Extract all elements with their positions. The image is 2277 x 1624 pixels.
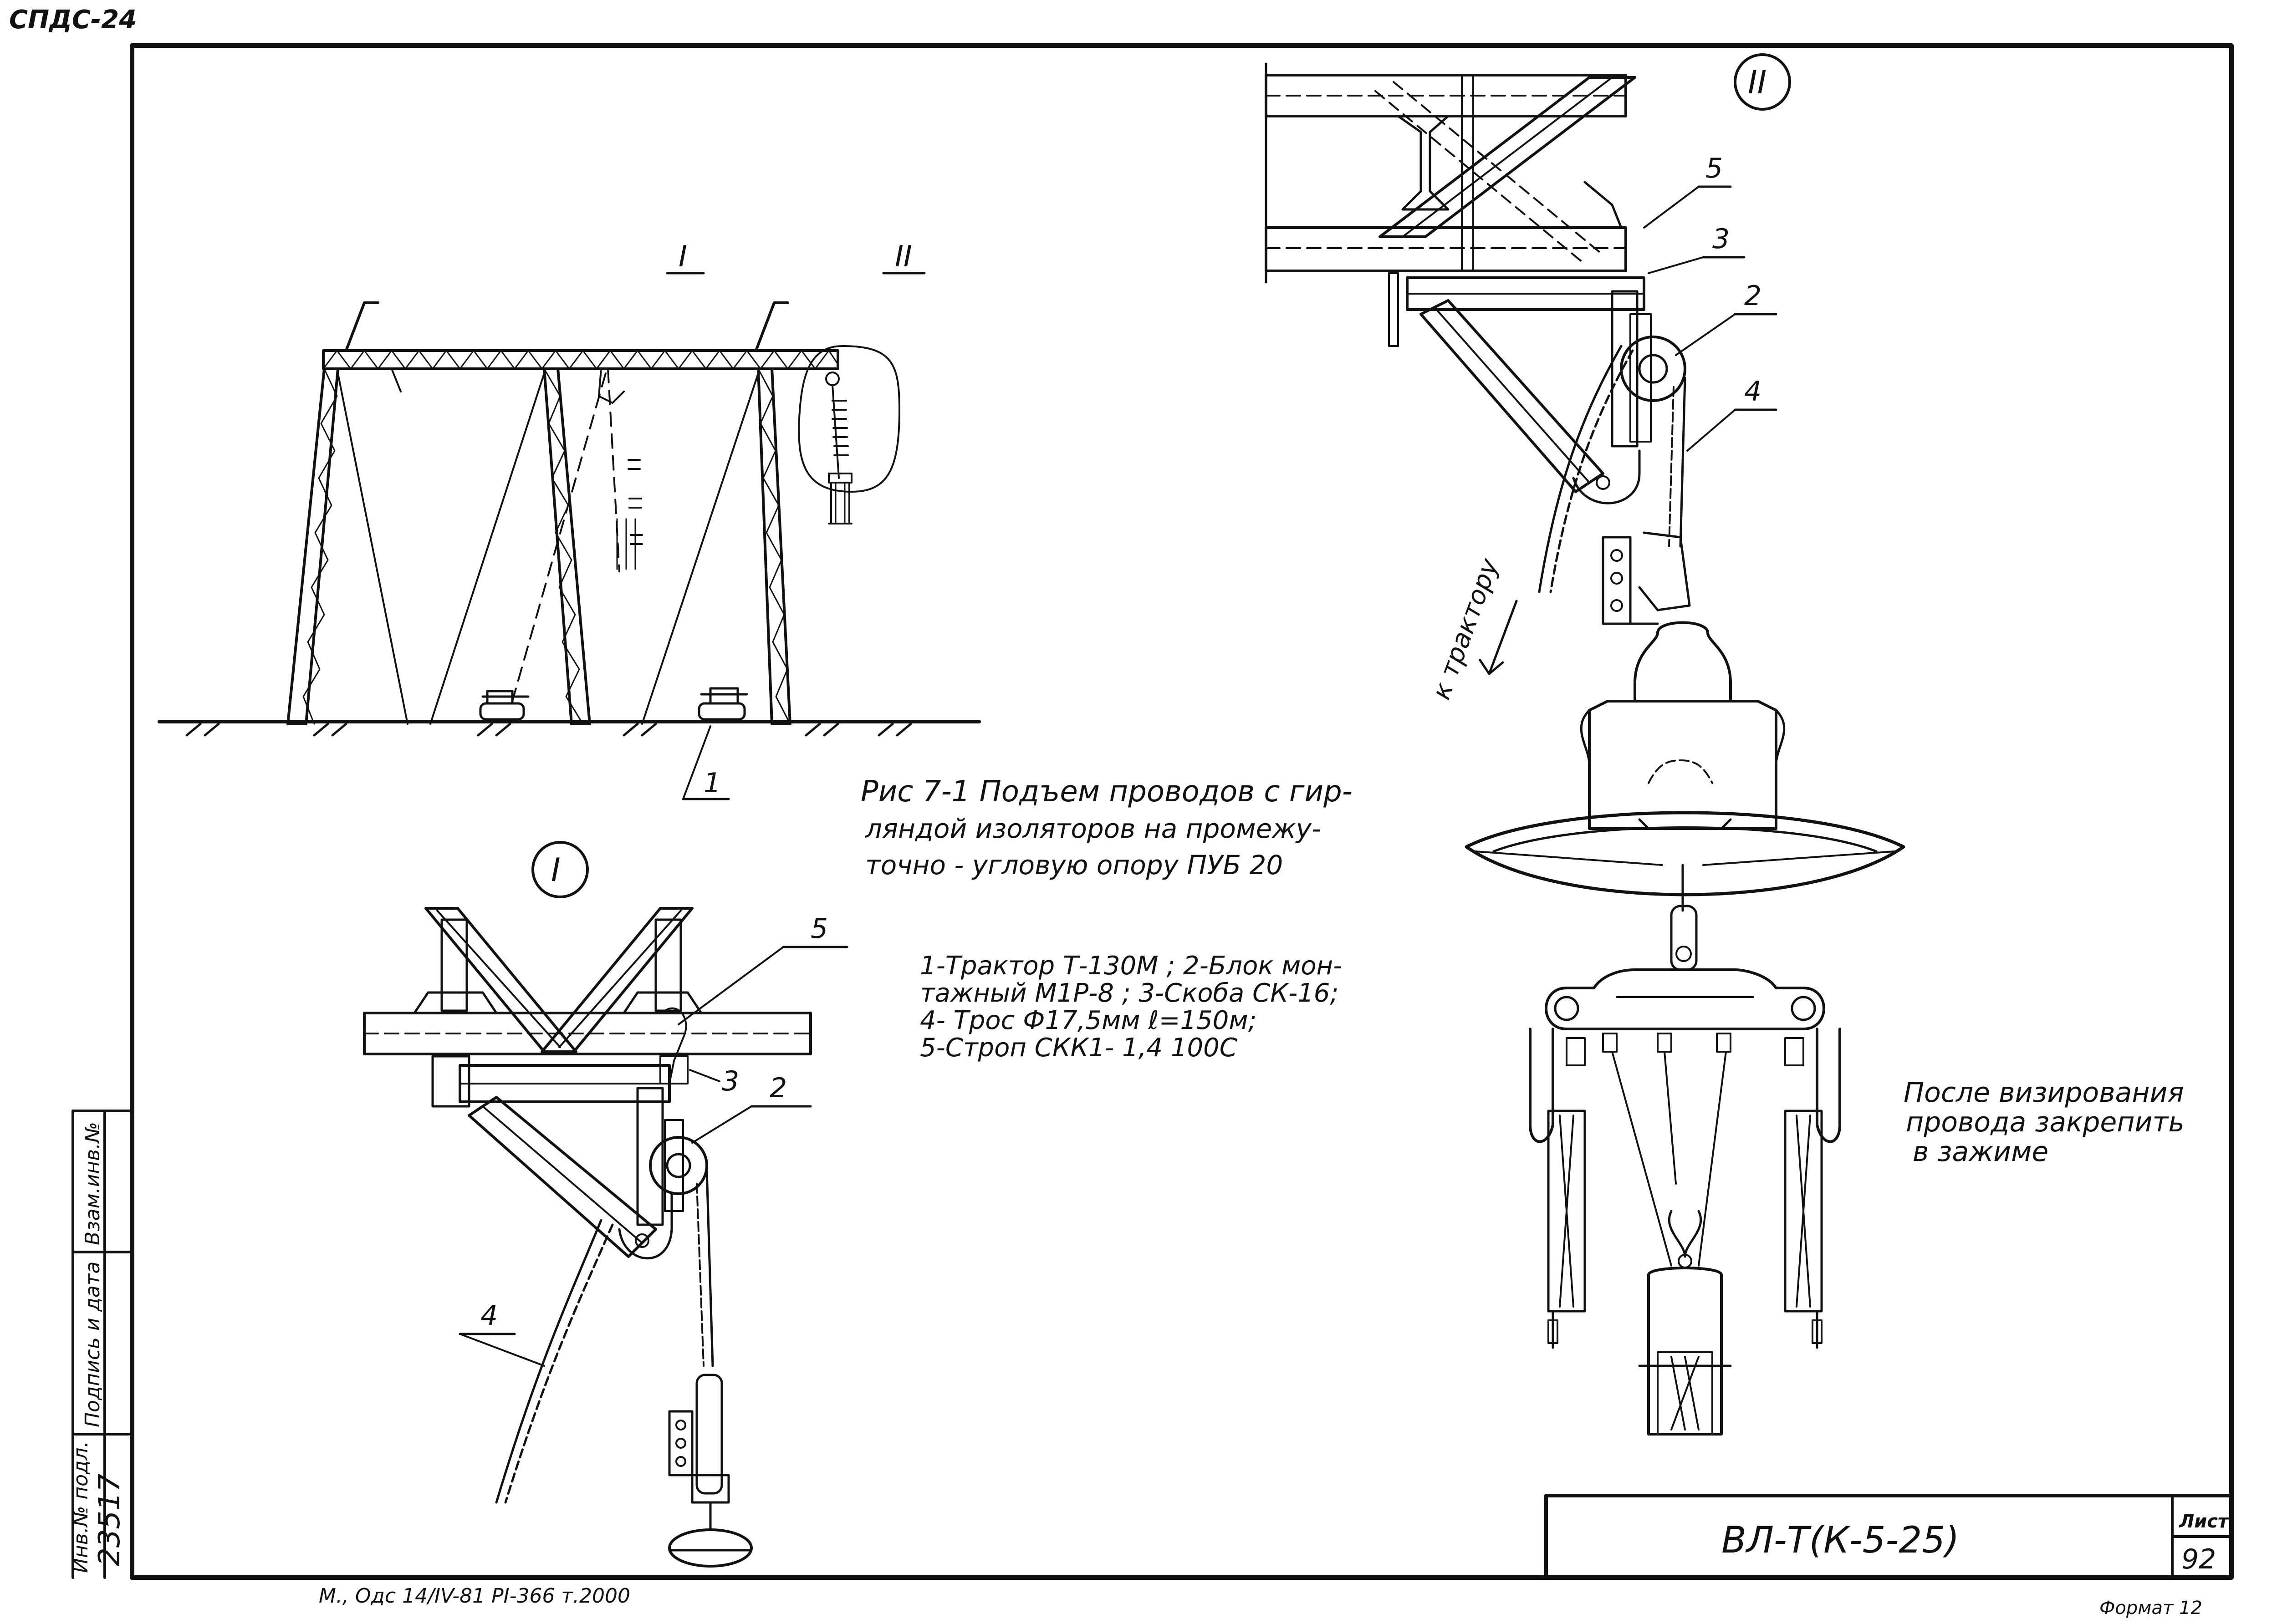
detail-ii-block bbox=[1620, 336, 1686, 402]
detail-ii-outline bbox=[798, 345, 900, 493]
note-line-3: в зажиме bbox=[1913, 1136, 2048, 1168]
callout-5-detail-ii: 5 bbox=[1705, 153, 1723, 184]
sheet-frame bbox=[103, 43, 2234, 1580]
detail-i-block bbox=[649, 1136, 708, 1195]
insulator-string-overview bbox=[825, 372, 853, 524]
insulator-cap bbox=[1634, 621, 1732, 703]
title-block-sheet-number: 92 bbox=[2181, 1543, 2216, 1575]
legend-line-2: тажный М1Р-8 ; 3-Скоба СК-16; bbox=[920, 978, 1338, 1008]
tower-leg-3 bbox=[757, 367, 791, 725]
note: После визирования провода закрепить в за… bbox=[1904, 1077, 2185, 1168]
tower-leg-1 bbox=[286, 367, 339, 725]
detail-ii-marker bbox=[1734, 53, 1791, 111]
detail-ii: II к тракт bbox=[1265, 53, 1905, 1436]
callout-2-detail-ii: 2 bbox=[1744, 280, 1761, 312]
side-stamp: Взам.инв.№ Подпись и дата Инв.№ подл. 23… bbox=[69, 1110, 133, 1579]
legend-line-1: 1-Трактор Т-130М ; 2-Блок мон- bbox=[920, 951, 1342, 981]
tractor-2 bbox=[698, 687, 748, 721]
insulator-body bbox=[1588, 700, 1777, 830]
stamp-vzam-inv: Взам.инв.№ bbox=[81, 1122, 104, 1245]
note-line-1: После визирования bbox=[1904, 1077, 2184, 1109]
top-code: СПДС-24 bbox=[9, 5, 137, 35]
caption-line-3: точно - угловую опору ПУБ 20 bbox=[865, 850, 1283, 881]
side-clamp-left bbox=[1529, 1028, 1586, 1349]
stamp-inv-podl: Инв.№ подл. bbox=[69, 1441, 92, 1573]
legend-line-3: 4- Трос Ф17,5мм ℓ=150м; bbox=[920, 1006, 1256, 1035]
center-clamp bbox=[1638, 1210, 1732, 1436]
yoke bbox=[1545, 968, 1825, 1030]
callout-4-detail-i: 4 bbox=[480, 1300, 498, 1332]
legend: 1-Трактор Т-130М ; 2-Блок мон- тажный М1… bbox=[920, 951, 1342, 1063]
format-label: Формат 12 bbox=[2099, 1598, 2202, 1619]
detail-i: I bbox=[363, 841, 848, 1568]
tractor-1 bbox=[479, 690, 530, 721]
legend-line-4: 5-Строп СКК1- 1,4 100С bbox=[920, 1033, 1237, 1063]
stamp-inv-number: 23517 bbox=[93, 1473, 127, 1566]
side-clamp-right bbox=[1784, 1028, 1841, 1349]
tractor-arrow-label: к трактору bbox=[1426, 555, 1505, 703]
detail-i-label: I bbox=[551, 851, 561, 889]
tower-overview: I II 1 bbox=[158, 240, 981, 800]
callout-3-detail-ii: 3 bbox=[1712, 223, 1730, 255]
callout-4-detail-ii: 4 bbox=[1744, 376, 1761, 407]
title-block: ВЛ-Т(К-5-25) Лист 92 bbox=[1544, 1494, 2233, 1579]
overview-label-i: I bbox=[679, 240, 687, 274]
note-line-2: провода закрепить bbox=[1906, 1106, 2185, 1138]
title-block-sheet-label: Лист bbox=[2179, 1511, 2230, 1532]
callout-5-detail-i: 5 bbox=[811, 913, 828, 945]
detail-i-marker bbox=[531, 841, 589, 898]
overview-label-ii: II bbox=[895, 240, 912, 274]
detail-ii-label: II bbox=[1748, 64, 1766, 101]
title-block-main-title: ВЛ-Т(К-5-25) bbox=[1721, 1519, 1959, 1561]
caption-line-2: ляндой изоляторов на промежу- bbox=[865, 813, 1321, 844]
tower-leg-2 bbox=[543, 367, 591, 725]
shield-ring bbox=[1465, 811, 1905, 896]
stamp-sign-date: Подпись и дата bbox=[81, 1262, 104, 1427]
callout-1: 1 bbox=[704, 767, 721, 799]
print-line: М., Одс 14/IV-81 РI-366 т.2000 bbox=[319, 1584, 630, 1608]
callout-3-detail-i: 3 bbox=[722, 1065, 739, 1097]
figure-caption: Рис 7-1 Подъем проводов с гир- ляндой из… bbox=[861, 775, 1353, 881]
caption-line-1: Рис 7-1 Подъем проводов с гир- bbox=[861, 775, 1353, 809]
callout-2-detail-i: 2 bbox=[770, 1072, 787, 1104]
crossarm bbox=[322, 349, 839, 370]
